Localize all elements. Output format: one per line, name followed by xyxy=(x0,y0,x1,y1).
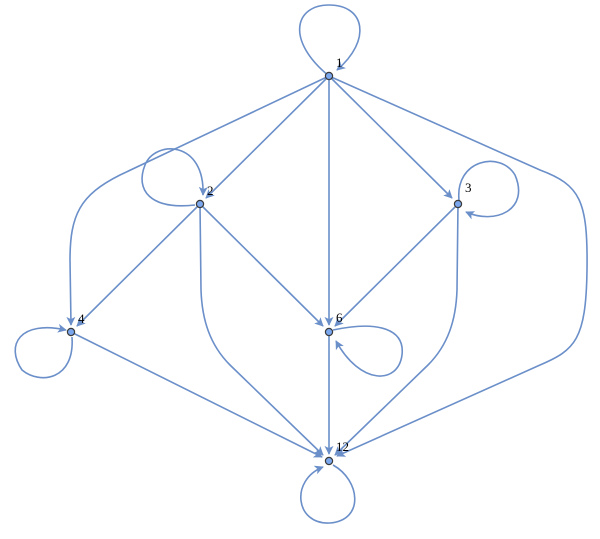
node-3[interactable] xyxy=(453,199,463,209)
node-label-2: 2 xyxy=(207,183,214,198)
edge-3-6 xyxy=(334,203,459,327)
edge-1-1 xyxy=(298,4,361,77)
node-12[interactable] xyxy=(324,456,334,466)
node-4[interactable] xyxy=(66,327,76,337)
edge-6-6 xyxy=(332,325,403,377)
edge-1-12 xyxy=(328,75,588,457)
node-1[interactable] xyxy=(324,71,334,81)
node-label-12: 12 xyxy=(336,439,349,454)
edge-1-3 xyxy=(328,75,453,199)
edge-4-12 xyxy=(70,331,323,458)
edge-3-3 xyxy=(458,160,520,220)
edge-4-4 xyxy=(14,323,73,379)
edge-2-4 xyxy=(76,203,201,327)
node-label-4: 4 xyxy=(78,311,85,326)
node-2[interactable] xyxy=(195,199,205,209)
edge-2-2 xyxy=(141,148,208,207)
node-6[interactable] xyxy=(324,327,334,337)
edge-1-4 xyxy=(66,75,330,326)
edge-12-12 xyxy=(300,464,356,524)
node-label-3: 3 xyxy=(465,180,472,195)
node-label-1: 1 xyxy=(336,55,343,70)
edge-2-6 xyxy=(199,203,324,327)
edge-1-2 xyxy=(205,75,330,199)
edge-3-12 xyxy=(334,203,459,456)
node-label-6: 6 xyxy=(336,310,343,325)
edge-2-12 xyxy=(199,203,324,456)
